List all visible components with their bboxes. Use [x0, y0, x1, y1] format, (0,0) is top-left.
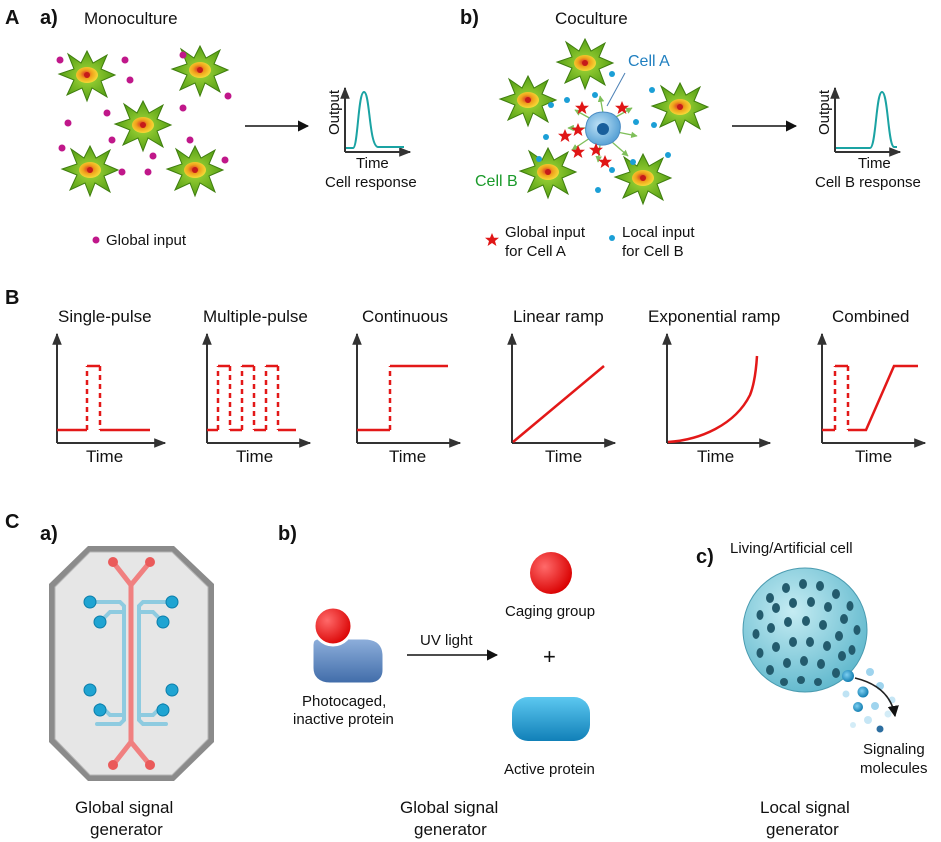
signal-exponential-ramp: Exponential ramp Time	[648, 307, 780, 466]
panel-C-label: C	[5, 511, 19, 533]
chip-caption-line1: Global signal	[75, 798, 173, 817]
time-axis-label: Time	[86, 447, 123, 466]
legend-local-line2: for Cell B	[622, 243, 684, 260]
panel-Cc-tag: c)	[696, 546, 714, 568]
legend-global-line1: Global input	[505, 224, 586, 241]
signal-continuous: Continuous Time	[352, 307, 462, 466]
caging-group-label: Caging group	[505, 603, 595, 620]
time-axis-label: Time	[389, 447, 426, 466]
signal-title: Combined	[832, 307, 910, 326]
microfluidic-chip	[49, 546, 214, 781]
monoculture-cells	[58, 45, 229, 197]
photocaged-protein	[310, 605, 386, 686]
signal-multiple-pulse: Multiple-pulse Time	[202, 307, 312, 466]
panel-A-label: A	[5, 7, 19, 29]
active-protein-label: Active protein	[504, 761, 595, 778]
plus-sign: +	[543, 644, 556, 669]
global-input-dots	[56, 51, 232, 176]
local-caption-line2: generator	[766, 820, 839, 839]
panel-B-label: B	[5, 287, 19, 309]
molecules-label-line2: molecules	[860, 760, 928, 777]
local-caption-line1: Local signal	[760, 798, 850, 817]
output-axis-label: Output	[816, 89, 833, 135]
time-axis-label: Time	[697, 447, 734, 466]
local-input-legend-dot	[609, 235, 615, 241]
legend-global-line2: for Cell A	[505, 243, 566, 260]
output-axis-label: Output	[326, 89, 343, 135]
signaling-molecules	[842, 668, 896, 733]
signal-single-pulse: Single-pulse Time	[52, 307, 167, 466]
signal-title: Multiple-pulse	[203, 307, 308, 326]
cell-label: Living/Artificial cell	[730, 540, 853, 557]
panel-Ca-tag: a)	[40, 523, 58, 545]
local-input-dots	[536, 71, 671, 193]
signal-combined: Combined Time	[817, 307, 927, 466]
coculture-response-plot: Output Time Cell B response	[815, 86, 921, 191]
panel-Aa-tag: a)	[40, 7, 58, 29]
coculture-title: Coculture	[555, 9, 628, 28]
signal-linear-ramp: Linear ramp Time	[507, 307, 617, 466]
signal-title: Continuous	[362, 307, 448, 326]
photocage-caption-line2: generator	[414, 820, 487, 839]
time-axis-label: Time	[855, 447, 892, 466]
signal-title: Exponential ramp	[648, 307, 780, 326]
global-input-legend-dot	[92, 236, 100, 244]
cell-a-label: Cell A	[628, 53, 670, 70]
time-axis-label: Time	[545, 447, 582, 466]
cell-b-response-label: Cell B response	[815, 174, 921, 191]
signal-title: Linear ramp	[513, 307, 604, 326]
chip-caption-line2: generator	[90, 820, 163, 839]
photocage-caption-line1: Global signal	[400, 798, 498, 817]
active-protein	[512, 697, 590, 741]
time-axis-label: Time	[356, 155, 389, 172]
monoculture-response-plot: Output Time Cell response	[325, 86, 417, 191]
secretion-arrow	[854, 677, 899, 718]
signal-title: Single-pulse	[58, 307, 152, 326]
photocaged-label-line1: Photocaged,	[302, 693, 386, 710]
time-axis-label: Time	[858, 155, 891, 172]
panel-Cb-tag: b)	[278, 523, 297, 545]
monoculture-title: Monoculture	[84, 9, 178, 28]
artificial-cell-sphere	[742, 567, 868, 693]
photocaged-label-line2: inactive protein	[293, 711, 394, 728]
time-axis-label: Time	[236, 447, 273, 466]
cell-b-label: Cell B	[475, 173, 518, 190]
global-input-legend: Global input	[106, 232, 187, 249]
uv-light-label: UV light	[420, 632, 473, 649]
legend-local-line1: Local input	[622, 224, 695, 241]
cell-a-pointer	[606, 72, 626, 107]
molecules-label-line1: Signaling	[863, 741, 925, 758]
cell-response-label: Cell response	[325, 174, 417, 191]
panel-Ab-tag: b)	[460, 7, 479, 29]
caging-group	[530, 552, 572, 594]
global-input-star-legend	[485, 233, 499, 246]
cell-a	[585, 111, 621, 146]
